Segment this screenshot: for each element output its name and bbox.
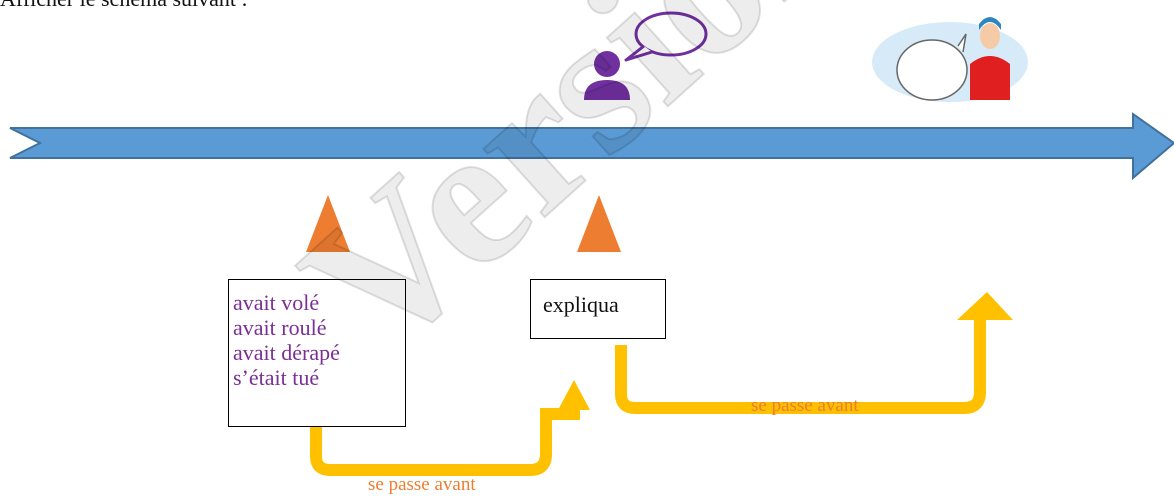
arc-2 [615, 314, 986, 414]
marker-triangle-1 [306, 195, 350, 252]
verb-1: avait volé [233, 290, 320, 315]
passe-simple-box: expliqua [530, 279, 666, 339]
caption-before-2: se passe avant [751, 395, 859, 416]
verb-2: avait roulé [233, 315, 327, 340]
arc-1-arrowhead [558, 380, 590, 410]
page-heading: Afficher le schéma suivant : [0, 0, 248, 12]
user-icon [584, 51, 630, 100]
marker-triangle-2 [577, 195, 621, 252]
arc-1 [310, 392, 580, 476]
arc-2-arrowhead [957, 292, 1013, 320]
verb-4: s’était tué [233, 365, 320, 390]
verb-3: avait dérapé [233, 340, 340, 365]
speech-bubble-icon [634, 11, 708, 57]
plus-que-parfait-box: avait volé avait roulé avait dérapé s’ét… [228, 279, 406, 427]
timeline-arrow [9, 112, 1174, 181]
caption-before-1: se passe avant [368, 474, 476, 495]
boy-speaking-icon [872, 17, 1028, 102]
